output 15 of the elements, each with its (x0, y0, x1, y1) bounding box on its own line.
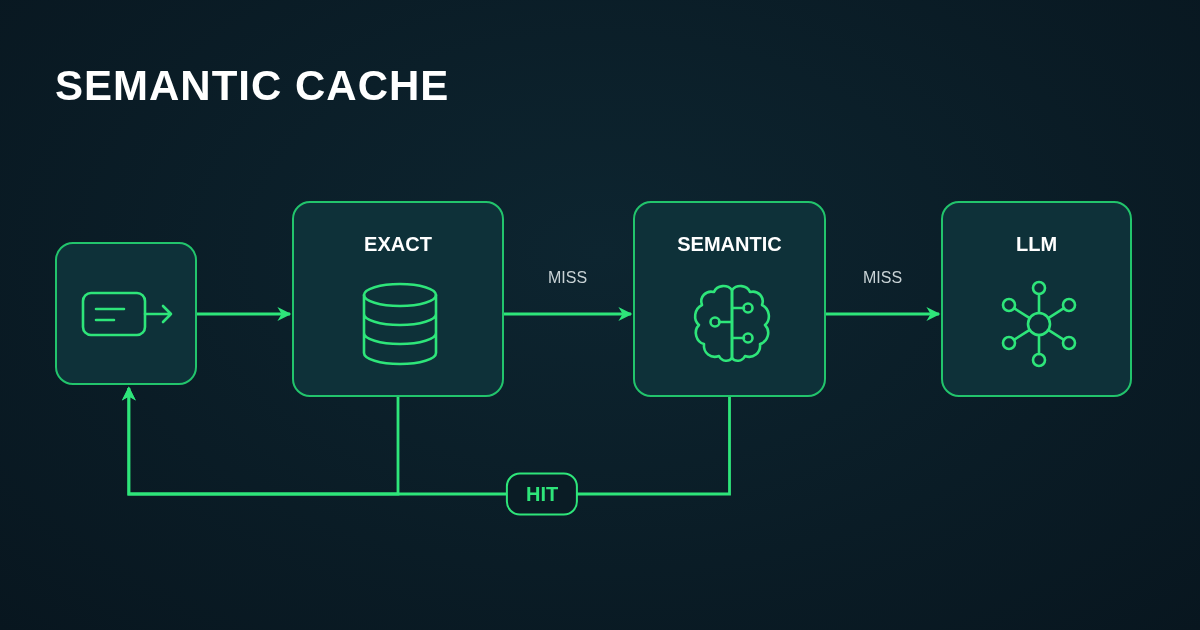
arrow (197, 307, 292, 321)
process-box (292, 201, 504, 397)
title: SEMANTIC CACHE (55, 62, 450, 110)
edge-label: MISS (862, 269, 903, 287)
process-box (633, 201, 826, 397)
arrow (504, 307, 633, 321)
hit-badge: HIT (506, 472, 579, 516)
input-box (55, 242, 197, 385)
node-title: EXACT (363, 233, 433, 256)
arrow (826, 307, 941, 321)
arrow (121, 386, 731, 496)
process-box (941, 201, 1132, 397)
node-title: LLM (1014, 233, 1059, 256)
node-title: SEMANTIC (676, 233, 783, 256)
edge-label: MISS (547, 269, 588, 287)
